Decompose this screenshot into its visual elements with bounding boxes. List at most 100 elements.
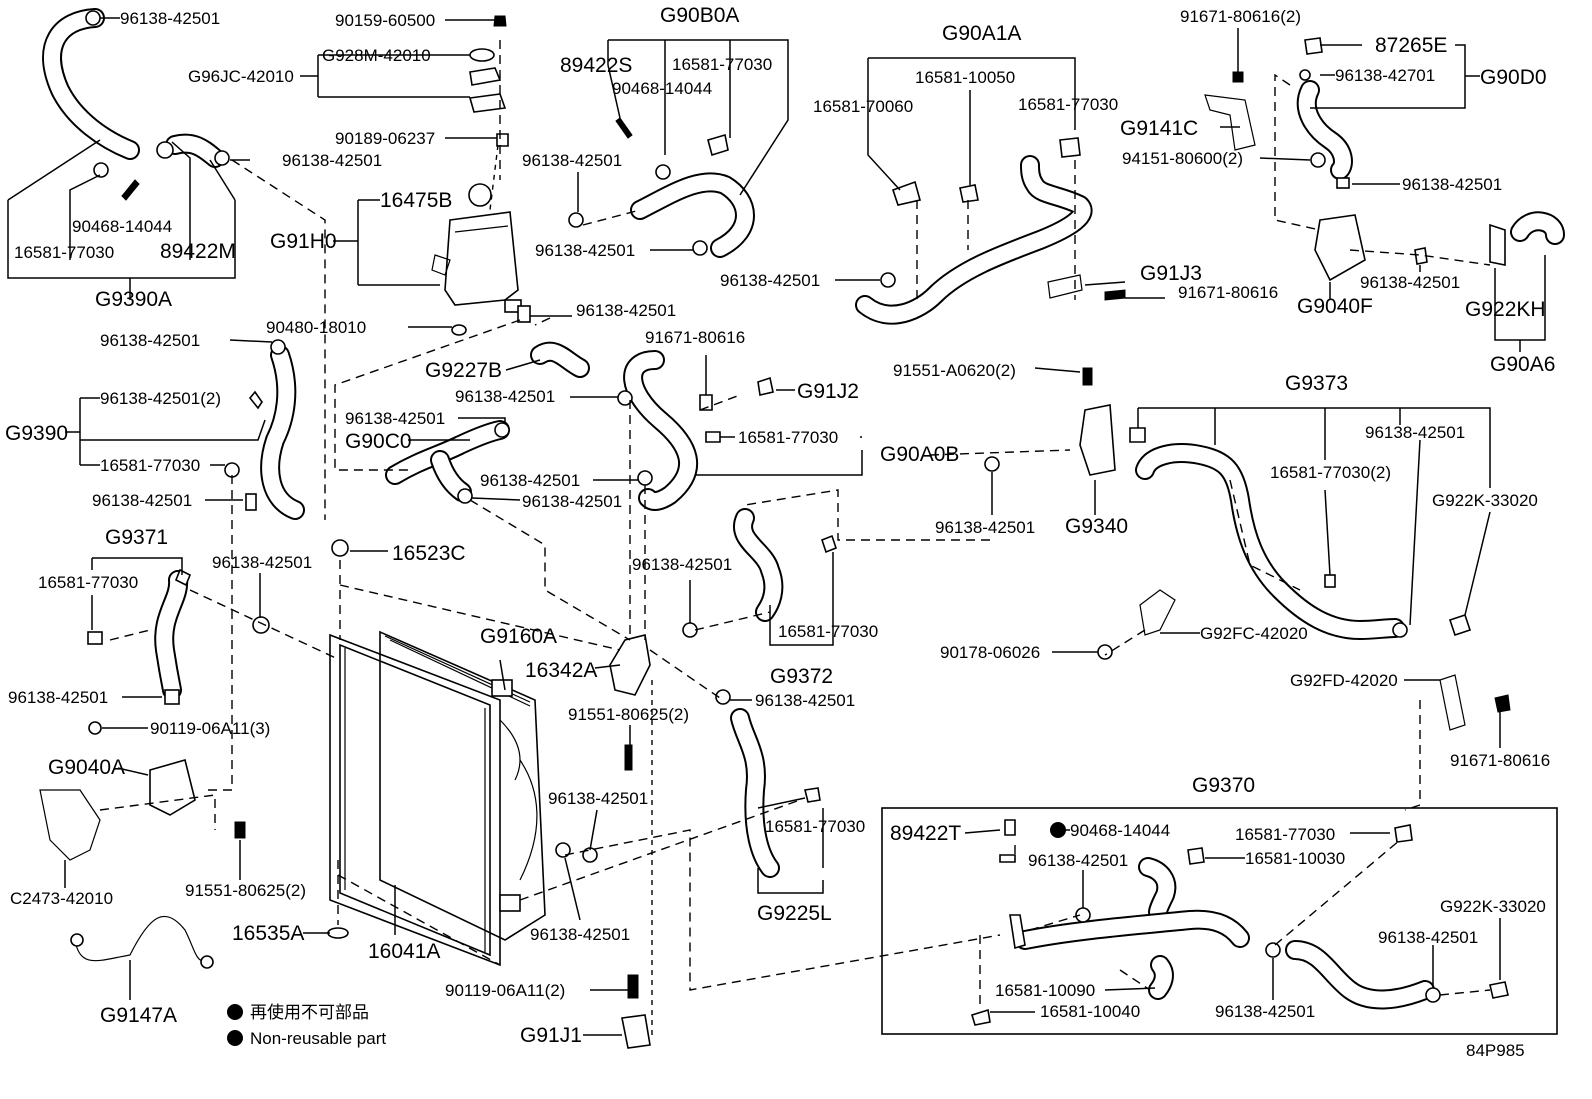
g9370-frame [881,807,1558,1035]
label-91551-80625-2: 91551-80625(2) [185,881,306,900]
label-96138-42501: 96138-42501 [345,409,445,428]
label-g90a6: G90A6 [1490,353,1555,376]
label-g922k-33020: G922K-33020 [1432,491,1538,510]
radiator-fitting [491,679,513,697]
reservoir-tank [431,183,522,336]
label-87265e: 87265E [1375,34,1447,57]
label-g90a0b: G90A0B [880,443,959,466]
label-16581-10030: 16581-10030 [1245,849,1345,868]
label-16581-77030: 16581-77030 [672,55,772,74]
label-g91j2: G91J2 [797,380,859,403]
label-91551-80625-2: 91551-80625(2) [568,705,689,724]
label-c2473-42010: C2473-42010 [10,889,113,908]
legend-jp: 再使用不可部品 [250,1002,369,1023]
water-pump-right [1314,214,1366,282]
label-16581-10050: 16581-10050 [915,68,1015,87]
label-g922kh: G922KH [1465,298,1546,321]
label-16475b: 16475B [380,189,452,212]
radiator-assembly [329,630,546,967]
label-90468-14044: 90468-14044 [1070,821,1170,840]
label-g9373: G9373 [1285,372,1348,395]
label-90119-06a11-3: 90119-06A11(3) [150,719,270,738]
label-g9390a: G9390A [95,288,172,311]
label-g9225l: G9225L [757,902,832,925]
label-96138-42501: 96138-42501 [1378,928,1478,947]
label-g9160a: G9160A [480,625,557,648]
pump-bracket [39,789,101,861]
label-96138-42501: 96138-42501 [1215,1002,1315,1021]
label-16581-77030: 16581-77030 [1018,95,1118,114]
label-g9147a: G9147A [100,1004,177,1027]
label-g92fd-42020: G92FD-42020 [1290,671,1398,690]
label-90480-18010: 90480-18010 [266,318,366,337]
label-g928m: G928M-42010 [322,46,431,65]
label-g922k-33020: G922K-33020 [1440,897,1546,916]
label-96138-42501: 96138-42501 [212,553,312,572]
label-96138-42501: 96138-42501 [522,492,622,511]
label-g9372: G9372 [770,665,833,688]
label-16581-70060: 16581-70060 [813,97,913,116]
label-96138-42701: 96138-42701 [1335,66,1435,85]
hoses [42,8,1565,1010]
label-91671-80616: 91671-80616 [645,328,745,347]
label-91671-80616-2: 91671-80616(2) [1180,7,1301,26]
label-89422m: 89422M [160,240,236,263]
label-g92fc-42020: G92FC-42020 [1200,624,1308,643]
label-g96jc: G96JC-42010 [188,67,294,86]
label-96138-42501: 96138-42501 [100,331,200,350]
water-inlet [1079,404,1116,476]
label-96138-42501: 96138-42501 [1402,175,1502,194]
label-96138-42501: 96138-42501 [548,789,648,808]
label-96138-42501: 96138-42501 [1365,423,1465,442]
label-90119-06a11-2: 90119-06A11(2) [445,981,565,1000]
label-g9390: G9390 [5,422,68,445]
label-g9371: G9371 [105,526,168,549]
label-96138-42501: 96138-42501 [535,241,635,260]
label-g9227b: G9227B [425,359,502,382]
label-96138-42501: 96138-42501 [480,471,580,490]
label-96138-42501: 96138-42501 [632,555,732,574]
label-90189-06237: 90189-06237 [335,129,435,148]
label-96138-42501-2: 96138-42501(2) [100,389,221,408]
label-g91h0: G91H0 [270,230,337,253]
label-94151-80600-2: 94151-80600(2) [1122,149,1243,168]
label-g90c0: G90C0 [345,430,412,453]
label-g91j3: G91J3 [1140,262,1202,285]
label-96138-42501: 96138-42501 [576,301,676,320]
leader-lines [7,17,1546,1036]
connection-lines [99,40,1491,1035]
drain-gasket [451,324,467,336]
label-96138-42501: 96138-42501 [120,9,220,28]
label-16523c: 16523C [392,542,466,565]
wire-harness [74,915,206,963]
label-96138-42501: 96138-42501 [1360,273,1460,292]
label-16581-77030: 16581-77030 [14,243,114,262]
label-96138-42501: 96138-42501 [92,491,192,510]
label-g90a1a: G90A1A [942,22,1021,45]
reservoir-top-parts [468,15,509,147]
label-g9040a: G9040A [48,756,125,779]
labels: 96138-42501 90159-60500 G928M-42010 G96J… [5,4,1555,1060]
label-91551-a0620-2: 91551-A0620(2) [893,361,1016,380]
radiator-fitting [499,894,521,912]
label-g91j1: G91J1 [520,1024,582,1047]
label-96138-42501: 96138-42501 [8,688,108,707]
label-g9340: G9340 [1065,515,1128,538]
label-91671-80616: 91671-80616 [1450,751,1550,770]
label-16581-77030: 16581-77030 [778,622,878,641]
label-96138-42501: 96138-42501 [1028,851,1128,870]
label-16581-10090: 16581-10090 [995,981,1095,1000]
label-90159-60500: 90159-60500 [335,11,435,30]
label-16581-77030: 16581-77030 [738,428,838,447]
diagram-reference: 84P985 [1466,1041,1525,1060]
label-16581-77030: 16581-77030 [100,456,200,475]
label-g9141c: G9141C [1120,117,1198,140]
legend-dot-icon [227,1030,243,1046]
non-reusable-dot-icon [1050,822,1066,838]
label-96138-42501: 96138-42501 [530,925,630,944]
label-16581-77030-2: 16581-77030(2) [1270,463,1391,482]
label-96138-42501: 96138-42501 [522,151,622,170]
label-16041a: 16041A [368,940,440,963]
label-g9370: G9370 [1192,774,1255,797]
legend-en: Non-reusable part [250,1029,386,1048]
